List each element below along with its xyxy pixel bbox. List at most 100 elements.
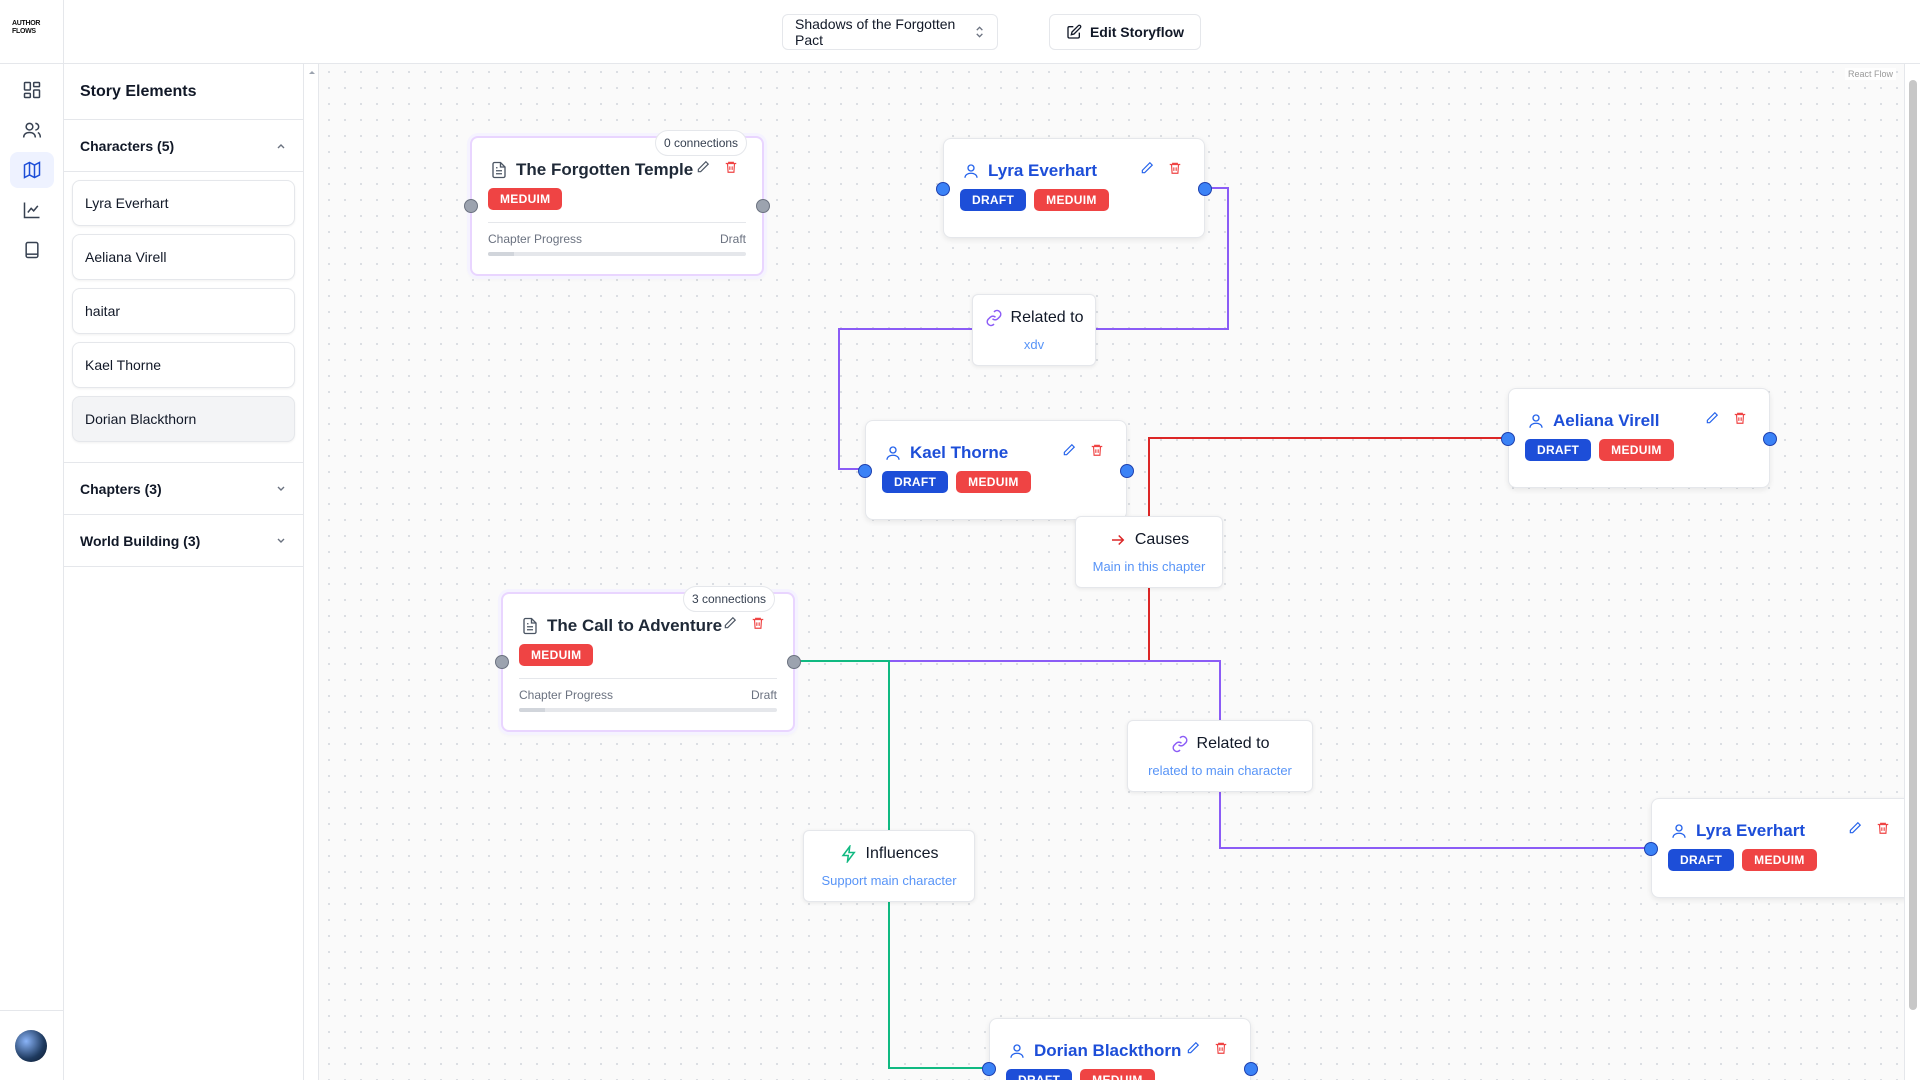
- chapter-node-call-to-adventure[interactable]: 3 connections The Call to Adventure MEDU…: [495, 586, 801, 732]
- edge-label-related-xdv[interactable]: Related to xdv: [972, 294, 1096, 366]
- users-icon: [22, 122, 42, 138]
- character-node-dorian-blackthorn[interactable]: Dorian Blackthorn DRAFT MEDUIM: [982, 1018, 1258, 1080]
- target-handle[interactable]: [1501, 432, 1515, 446]
- edge-label-causes[interactable]: Causes Main in this chapter: [1075, 516, 1223, 588]
- dashboard-nav-button[interactable]: [10, 72, 54, 108]
- characters-nav-button[interactable]: [10, 112, 54, 148]
- storyflow-canvas[interactable]: React Flow 0 connections The Forgotten T…: [305, 64, 1920, 1080]
- status-badge: DRAFT: [1668, 849, 1735, 871]
- connections-badge: 3 connections: [683, 586, 776, 612]
- world-building-section-header[interactable]: World Building (3): [64, 515, 303, 567]
- book-icon: [25, 241, 39, 259]
- priority-badge: MEDUIM: [488, 188, 563, 210]
- pencil-icon[interactable]: [1848, 821, 1862, 835]
- user-avatar[interactable]: [15, 1030, 47, 1062]
- priority-badge: MEDUIM: [956, 471, 1031, 493]
- pencil-icon[interactable]: [1186, 1041, 1200, 1055]
- character-node-lyra-everhart[interactable]: Lyra Everhart DRAFT MEDUIM: [936, 138, 1212, 238]
- character-node-aeliana-virell[interactable]: Aeliana Virell DRAFT MEDUIM: [1501, 388, 1777, 488]
- node-actions: [1705, 411, 1747, 425]
- list-item[interactable]: Lyra Everhart: [72, 180, 295, 226]
- status-label: Draft: [750, 688, 777, 702]
- pencil-icon[interactable]: [696, 160, 710, 174]
- storyflow-nav-button[interactable]: [10, 152, 54, 188]
- link-icon: [986, 309, 1001, 326]
- characters-section-header[interactable]: Characters (5): [64, 120, 303, 172]
- chevron-up-down-icon: [976, 26, 983, 38]
- pencil-icon[interactable]: [1062, 443, 1076, 457]
- source-handle[interactable]: [1198, 182, 1212, 196]
- node-header: Lyra Everhart: [962, 161, 1097, 181]
- pencil-icon[interactable]: [1705, 411, 1719, 425]
- edge-description: xdv: [1023, 336, 1045, 352]
- scroll-up-arrow-icon[interactable]: [305, 66, 319, 80]
- progress-bar: [488, 252, 746, 256]
- node-title: Aeliana Virell: [1553, 411, 1660, 430]
- chart-line-icon: [23, 202, 40, 219]
- pencil-icon[interactable]: [1140, 161, 1154, 175]
- trash-icon[interactable]: [1168, 161, 1182, 175]
- source-handle[interactable]: [1244, 1062, 1258, 1076]
- book-nav-button[interactable]: [10, 232, 54, 268]
- badges: DRAFT MEDUIM: [882, 471, 1031, 493]
- list-item[interactable]: Kael Thorne: [72, 342, 295, 388]
- user-icon: [1672, 824, 1686, 838]
- trash-icon[interactable]: [751, 616, 765, 630]
- pencil-icon[interactable]: [723, 616, 737, 630]
- source-handle[interactable]: [787, 655, 801, 669]
- react-flow-attribution[interactable]: React Flow: [1844, 68, 1896, 80]
- user-icon: [1529, 414, 1543, 428]
- user-icon: [964, 164, 978, 178]
- chapters-section-header[interactable]: Chapters (3): [64, 463, 303, 515]
- canvas-scrollbar[interactable]: [1904, 64, 1920, 1080]
- source-handle[interactable]: [1120, 464, 1134, 478]
- node-actions: [1140, 161, 1182, 175]
- analytics-nav-button[interactable]: [10, 192, 54, 228]
- edit-icon: [1067, 24, 1082, 39]
- status-badge: DRAFT: [1525, 439, 1592, 461]
- target-handle[interactable]: [1644, 842, 1658, 856]
- logo-area: AUTHOR FLOWS: [0, 0, 63, 64]
- progress-fill: [488, 252, 514, 256]
- story-selector[interactable]: Shadows of the Forgotten Pact: [782, 14, 998, 50]
- edge-label-influences[interactable]: Influences Support main character: [803, 830, 975, 902]
- edit-storyflow-button[interactable]: Edit Storyflow: [1049, 14, 1201, 50]
- trash-icon[interactable]: [1214, 1041, 1228, 1055]
- target-handle[interactable]: [858, 464, 872, 478]
- character-node-lyra-everhart-2[interactable]: Lyra Everhart DRAFT MEDUIM: [1644, 798, 1913, 898]
- list-item[interactable]: Dorian Blackthorn: [72, 396, 295, 442]
- characters-list: Lyra Everhart Aeliana Virell haitar Kael…: [64, 172, 303, 463]
- world-building-section-label: World Building (3): [80, 532, 201, 549]
- list-item[interactable]: haitar: [72, 288, 295, 334]
- target-handle[interactable]: [982, 1062, 996, 1076]
- chapter-node-forgotten-temple[interactable]: 0 connections The Forgotten Temple MEDUI…: [464, 130, 770, 276]
- sidebar-scrollbar[interactable]: [305, 64, 319, 1080]
- node-title: Lyra Everhart: [1696, 821, 1805, 840]
- priority-badge: MEDUIM: [519, 644, 594, 666]
- source-handle[interactable]: [756, 199, 770, 213]
- scrollbar-thumb[interactable]: [1909, 80, 1917, 1010]
- list-item[interactable]: Aeliana Virell: [72, 234, 295, 280]
- edge-label-related-main[interactable]: Related to related to main character: [1127, 720, 1313, 792]
- node-header: Kael Thorne: [884, 443, 1008, 463]
- priority-badge: MEDUIM: [1034, 189, 1109, 211]
- target-handle[interactable]: [464, 199, 478, 213]
- node-actions: [696, 160, 738, 174]
- edge-type: Related to: [1171, 735, 1269, 753]
- edge-type: Influences: [840, 844, 938, 863]
- node-title: Dorian Blackthorn: [1034, 1041, 1182, 1060]
- trash-icon[interactable]: [1876, 821, 1890, 835]
- target-handle[interactable]: [495, 655, 509, 669]
- character-node-kael-thorne[interactable]: Kael Thorne DRAFT MEDUIM: [858, 420, 1134, 520]
- source-handle[interactable]: [1763, 432, 1777, 446]
- chapters-section-label: Chapters (3): [80, 480, 162, 497]
- priority-badge: MEDUIM: [1080, 1069, 1155, 1080]
- progress-label: Chapter Progress: [488, 232, 583, 246]
- app-logo[interactable]: AUTHOR FLOWS: [12, 20, 41, 35]
- target-handle[interactable]: [936, 182, 950, 196]
- trash-icon[interactable]: [1733, 411, 1747, 425]
- trash-icon[interactable]: [724, 160, 738, 174]
- trash-icon[interactable]: [1090, 443, 1104, 457]
- progress-bar: [519, 708, 777, 712]
- edge-type: Causes: [1109, 531, 1189, 549]
